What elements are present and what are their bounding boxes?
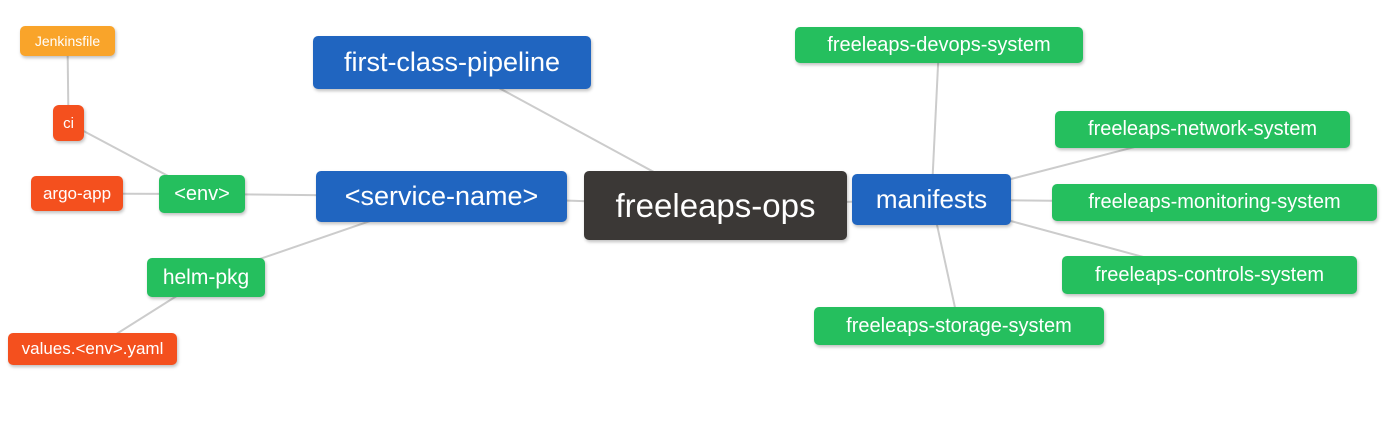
node-freeleaps-network-system[interactable]: freeleaps-network-system [1055,111,1350,148]
node-first-class-pipeline[interactable]: first-class-pipeline [313,36,591,89]
node-env[interactable]: <env> [159,175,245,213]
node-jenkinsfile[interactable]: Jenkinsfile [20,26,115,56]
node-helm-pkg[interactable]: helm-pkg [147,258,265,297]
node-values-env-yaml[interactable]: values.<env>.yaml [8,333,177,365]
node-freeleaps-monitoring-system[interactable]: freeleaps-monitoring-system [1052,184,1377,221]
node-freeleaps-devops-system[interactable]: freeleaps-devops-system [795,27,1083,63]
node-freeleaps-controls-system[interactable]: freeleaps-controls-system [1062,256,1357,294]
edge-manifests-freeleaps-devops-system [930,44,940,200]
node-argo-app[interactable]: argo-app [31,176,123,211]
node-freeleaps-storage-system[interactable]: freeleaps-storage-system [814,307,1104,345]
node-manifests[interactable]: manifests [852,174,1011,225]
node-service-name[interactable]: <service-name> [316,171,567,222]
node-freeleaps-ops[interactable]: freeleaps-ops [584,171,847,240]
node-ci[interactable]: ci [53,105,84,141]
